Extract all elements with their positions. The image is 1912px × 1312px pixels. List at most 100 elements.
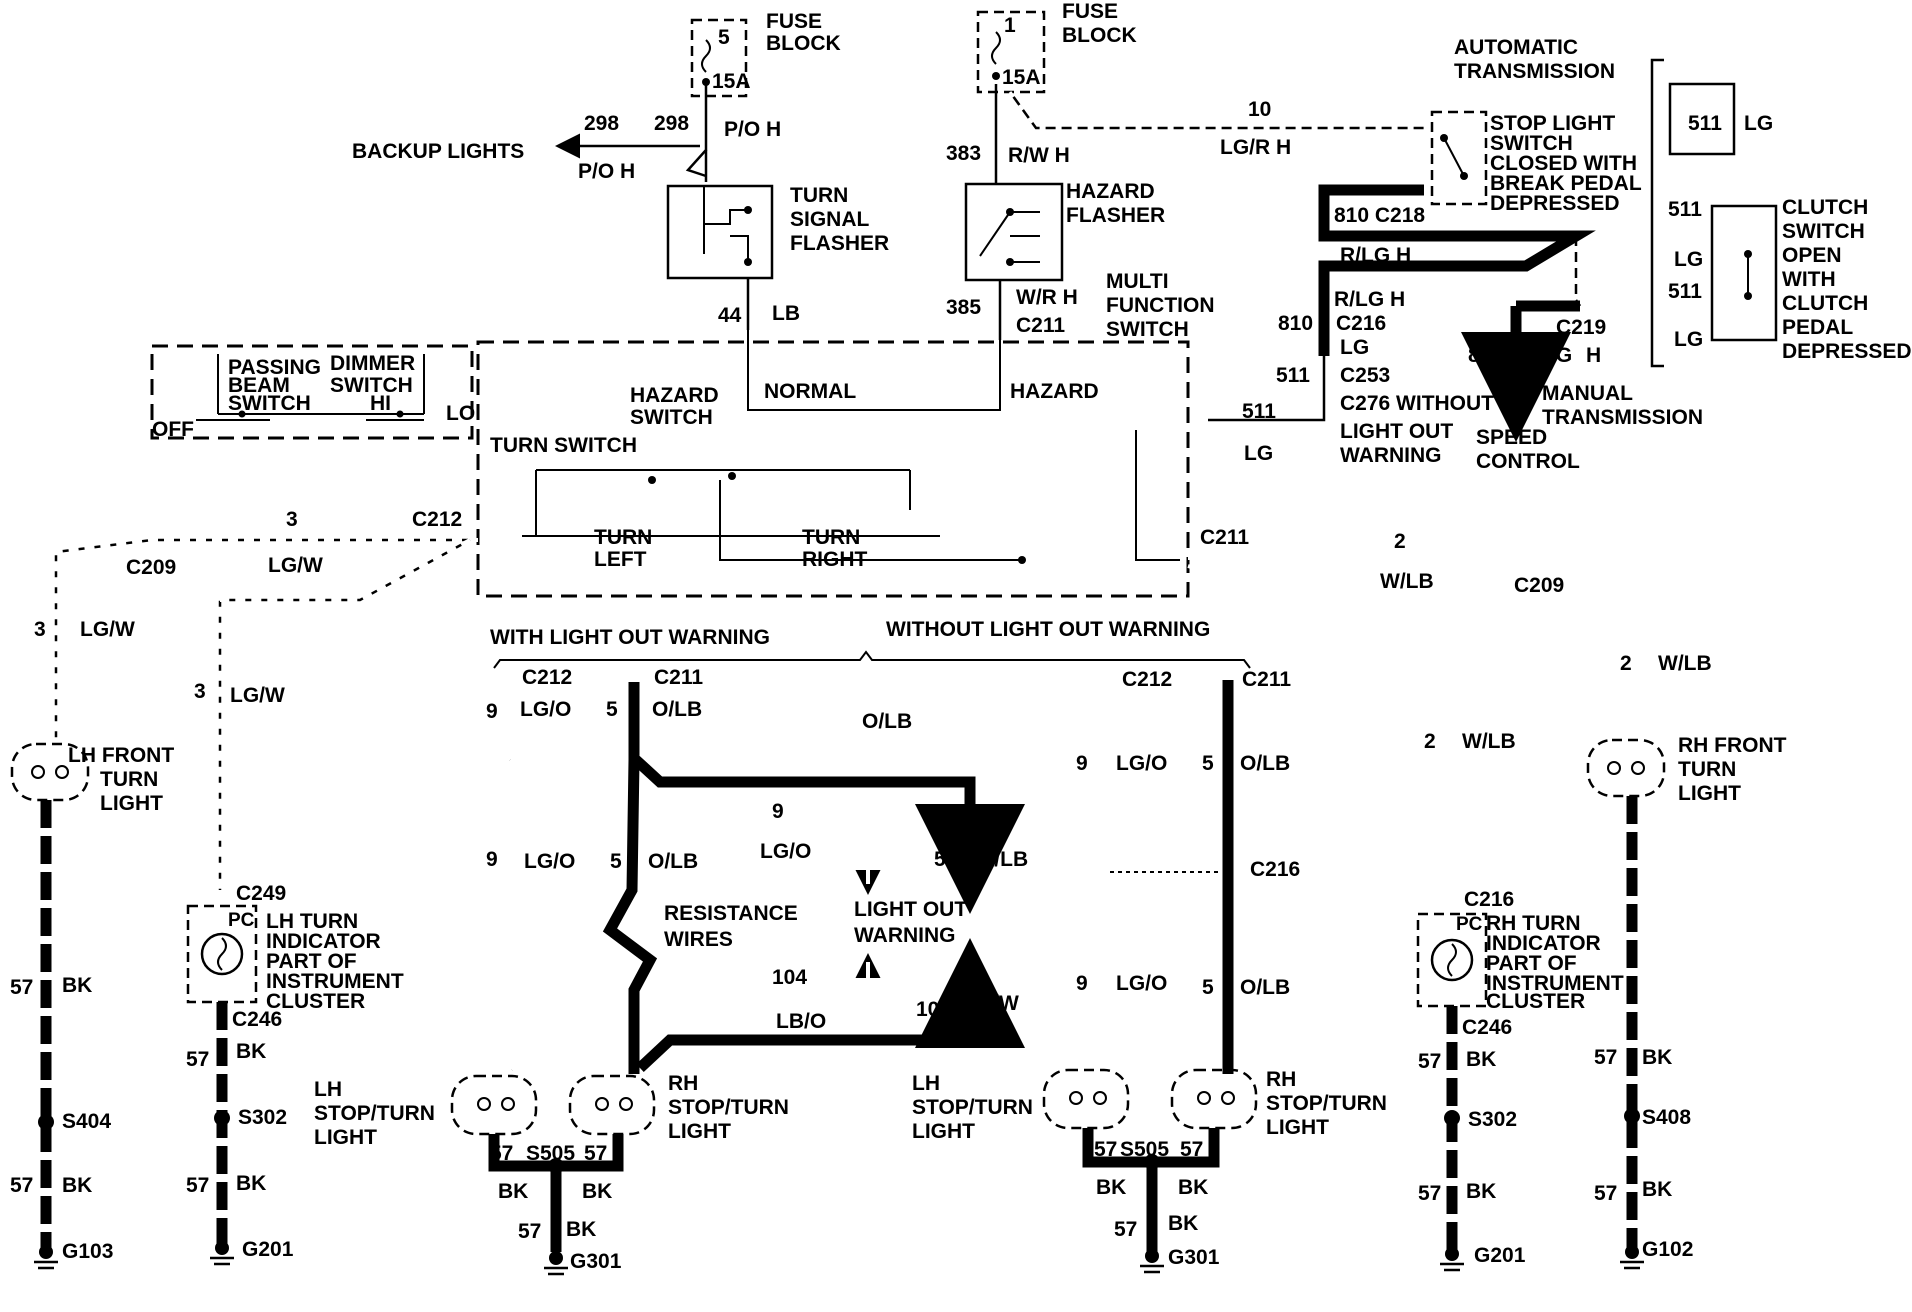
connector-id: C253 (1340, 364, 1390, 387)
rh-front-turn-light: RH FRONT TURN LIGHT 57 BK S408 57 BK G10… (1586, 734, 1787, 1270)
circuit-number: 9 (486, 700, 498, 723)
lamp-label: LIGHT (1266, 1116, 1329, 1139)
wire-color: BK (582, 1180, 612, 1203)
circuit-number: 5 (934, 848, 946, 871)
switch-label: SWITCH (1782, 220, 1865, 243)
switch-label: OFF (152, 418, 194, 441)
wire-color: BK (1642, 1178, 1672, 1201)
circuit-number: 5 (1202, 976, 1214, 999)
wire-color: LG/W (268, 554, 323, 577)
left-harness: C212 3 C209 LG/W 3 LG/W 3 LG/W (34, 508, 478, 890)
circuit-number: 57 (1594, 1182, 1617, 1205)
connector-id: C211 (1200, 526, 1249, 549)
wire-color: LG/O (1116, 752, 1167, 775)
connector-id: C219 (1556, 316, 1606, 339)
circuit-number: 5 (1202, 752, 1214, 775)
flasher-label: HAZARD (1066, 180, 1155, 203)
wire-color: BK (1642, 1046, 1672, 1069)
indicator-label: INDICATOR (266, 930, 381, 953)
indicator-label: INSTRUMENT (1486, 972, 1624, 995)
wire-color: LG/O (524, 850, 575, 873)
splice-id: S404 (62, 1110, 111, 1133)
connector-id: 810 C218 (1334, 204, 1425, 227)
stop-light-wire: 10 LG/R H (1008, 91, 1424, 159)
connector-id: C216 (1250, 858, 1300, 881)
ground-id: G201 (1474, 1244, 1526, 1267)
fuse-block-title: BLOCK (1062, 24, 1137, 47)
circuit-number: 57 (1180, 1138, 1203, 1161)
switch-label: SWITCH (1490, 132, 1573, 155)
fuse-block-title: BLOCK (766, 32, 841, 55)
wire-color: LG/O (1116, 972, 1167, 995)
wire-color: LG/W (80, 618, 135, 641)
wire-color: BK (236, 1172, 266, 1195)
wire-color: O/LB (1240, 752, 1290, 775)
wire-color: W/LB (1658, 652, 1712, 675)
connector-id: C276 WITHOUT (1340, 392, 1494, 415)
circuit-number: 511 (1242, 400, 1276, 423)
backup-lights-label: BACKUP LIGHTS (352, 140, 524, 163)
wire-color: LG/O (760, 840, 811, 863)
pc-label: PC (1456, 914, 1483, 935)
circuit-number: 3 (286, 508, 298, 531)
circuit-number: 9 (772, 800, 784, 823)
circuit-number: 57 (1594, 1046, 1617, 1069)
multi-function-switch-box: PASSING BEAM SWITCH DIMMER SWITCH HI OFF… (150, 330, 1190, 598)
fuse-number: 5 (718, 26, 730, 49)
circuit-number: 57 (1094, 1138, 1117, 1161)
lamp-label: LH FRONT (68, 744, 174, 767)
wire-color: R/W (978, 992, 1019, 1015)
wire-color: O/LB (648, 850, 698, 873)
indicator-label: PART OF (1486, 952, 1577, 975)
connector-id: C212 (412, 508, 462, 531)
splice-id: S505 (1120, 1138, 1169, 1161)
circuit-number: 57 (584, 1142, 607, 1165)
wire-color: O/LB (862, 710, 912, 733)
lh-front-turn-light: LH FRONT TURN LIGHT 57 BK S404 57 BK G10… (10, 742, 174, 1270)
circuit-number: 2 (1620, 652, 1632, 675)
lamp-label: LIGHT (314, 1126, 377, 1149)
speed-control-wiring: 810 C218 R/LG H R/LG H 810 C216 LG 511 C… (1208, 184, 1703, 473)
section-title: WITHOUT LIGHT OUT WARNING (886, 618, 1210, 641)
wire-color: LG/W (230, 684, 285, 707)
splice-id: S302 (1468, 1108, 1517, 1131)
flasher-label: FLASHER (1066, 204, 1165, 227)
indicator-label: INDICATOR (1486, 932, 1601, 955)
lamp-label: RH (1266, 1068, 1296, 1091)
wire-color: H (1586, 344, 1601, 367)
switch-label: LO (446, 402, 475, 425)
circuit-number: 5 (610, 850, 622, 873)
wire-color: LG/R H (1220, 136, 1291, 159)
indicator-label: RH TURN (1486, 912, 1581, 935)
wire-color: BK (566, 1218, 596, 1241)
flasher-label: TURN (790, 184, 848, 207)
lamp-label: TURN (100, 768, 158, 791)
ground-id: G301 (1168, 1246, 1220, 1269)
circuit-number: 9 (1076, 752, 1088, 775)
wire-color: O/LB (652, 698, 702, 721)
ground-id: G103 (62, 1240, 113, 1263)
lamp-label: TURN (1678, 758, 1736, 781)
connector-id: C212 (522, 666, 572, 689)
circuit-number: 57 (1418, 1182, 1441, 1205)
connector-id: C209 (1514, 574, 1564, 597)
connector-id: C209 (126, 556, 176, 579)
connector-id: C212 (1122, 668, 1172, 691)
lamp-label: LIGHT (912, 1120, 975, 1143)
ground-id: G102 (1642, 1238, 1693, 1261)
switch-position: RIGHT (802, 548, 868, 571)
wire-color: R/LG H (1334, 288, 1405, 311)
connector-id: C249 (236, 882, 286, 905)
wire-color: LB (772, 302, 800, 325)
section-title: WITH LIGHT OUT WARNING (490, 626, 770, 649)
circuit-number: 298 (584, 112, 619, 135)
circuit-number: 57 (1114, 1218, 1137, 1241)
circuit-number: 10 (1248, 98, 1271, 121)
switch-position: LEFT (594, 548, 647, 571)
wire-color: BK (236, 1040, 266, 1063)
transmission-label: MANUAL (1542, 382, 1633, 405)
circuit-number: 105 (916, 998, 951, 1021)
fuse-block-5: 5 15A FUSE BLOCK (690, 10, 841, 98)
circuit-number: 2 (1394, 530, 1406, 553)
wire-color: LG (1744, 112, 1773, 135)
